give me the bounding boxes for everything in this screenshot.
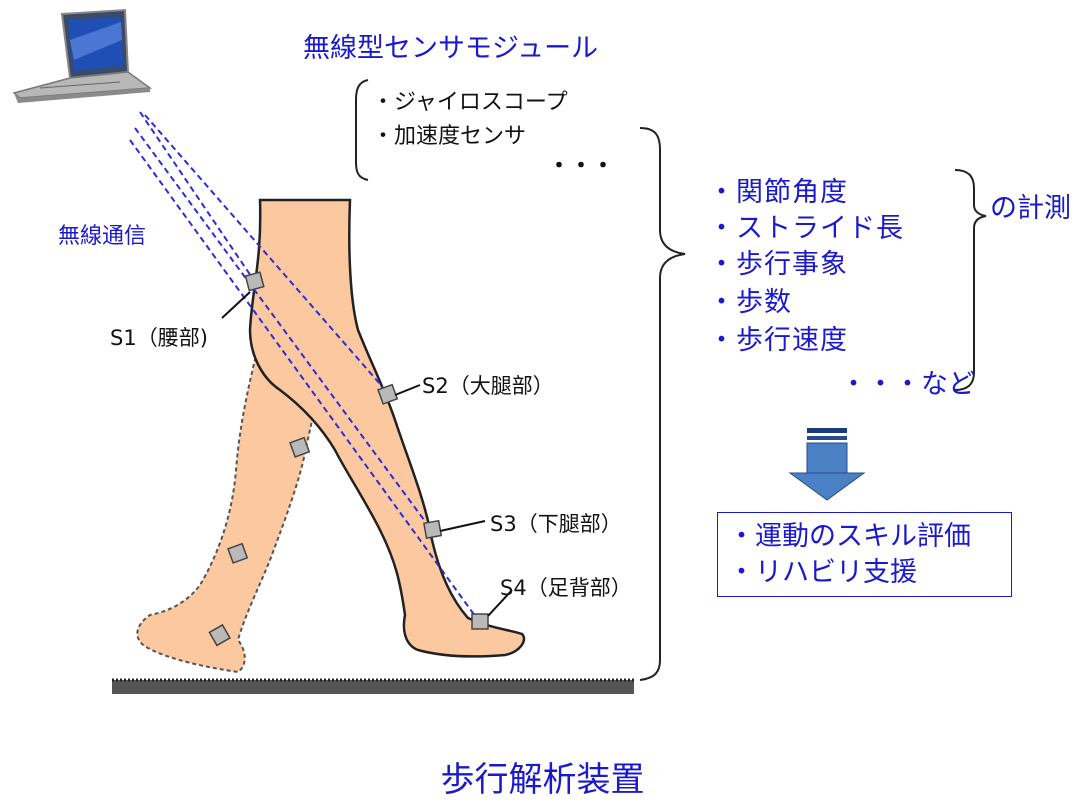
measurement-item: ・歩数 [708,287,792,318]
measurement-suffix: の計測 [990,193,1071,224]
down-arrow-icon [788,428,866,501]
result-box: ・運動のスキル評価 ・リハビリ支援 [717,512,1012,597]
big-brace [639,127,686,681]
sensor-label-s1: S1（腰部) [110,326,208,350]
sensor-s4 [471,613,489,630]
measurement-more: ・・・など [840,369,975,400]
measurement-brace [954,169,987,391]
sensor-s3 [423,519,443,539]
measurement-item: ・関節角度 [708,177,848,208]
main-title: 歩行解析装置 [440,760,645,800]
sensor-back-foot [208,623,231,647]
sensor-label-s2: S2（大腿部） [422,374,554,398]
back-leg [136,328,324,674]
sensor-s2 [377,383,399,405]
result-item: ・運動のスキル評価 [728,521,971,552]
measurement-item: ・歩行速度 [708,325,848,356]
sensor-s1 [244,271,265,292]
sensor-module-title: 無線型センサモジュール [303,33,599,64]
sensor-label-s3: S3（下腿部） [490,512,622,536]
laptop-icon [12,8,153,103]
result-item: ・リハビリ支援 [728,557,917,588]
sensor-item: ・ジャイロスコープ [372,90,568,115]
leader-lines [221,291,513,617]
sensor-back-thigh [289,436,311,458]
wireless-links [129,111,479,621]
sensor-list-bracket [355,79,369,181]
ground [112,680,634,694]
sensor-item-more: ・・・ [548,154,615,179]
wireless-label: 無線通信 [58,224,147,249]
measurement-item: ・歩行事象 [708,249,848,280]
measurement-item: ・ストライド長 [708,213,904,244]
sensor-back-shin [227,542,249,564]
sensor-label-s4: S4（足背部） [500,576,632,600]
sensor-modules [208,271,489,647]
sensor-item: ・加速度センサ [372,124,527,149]
